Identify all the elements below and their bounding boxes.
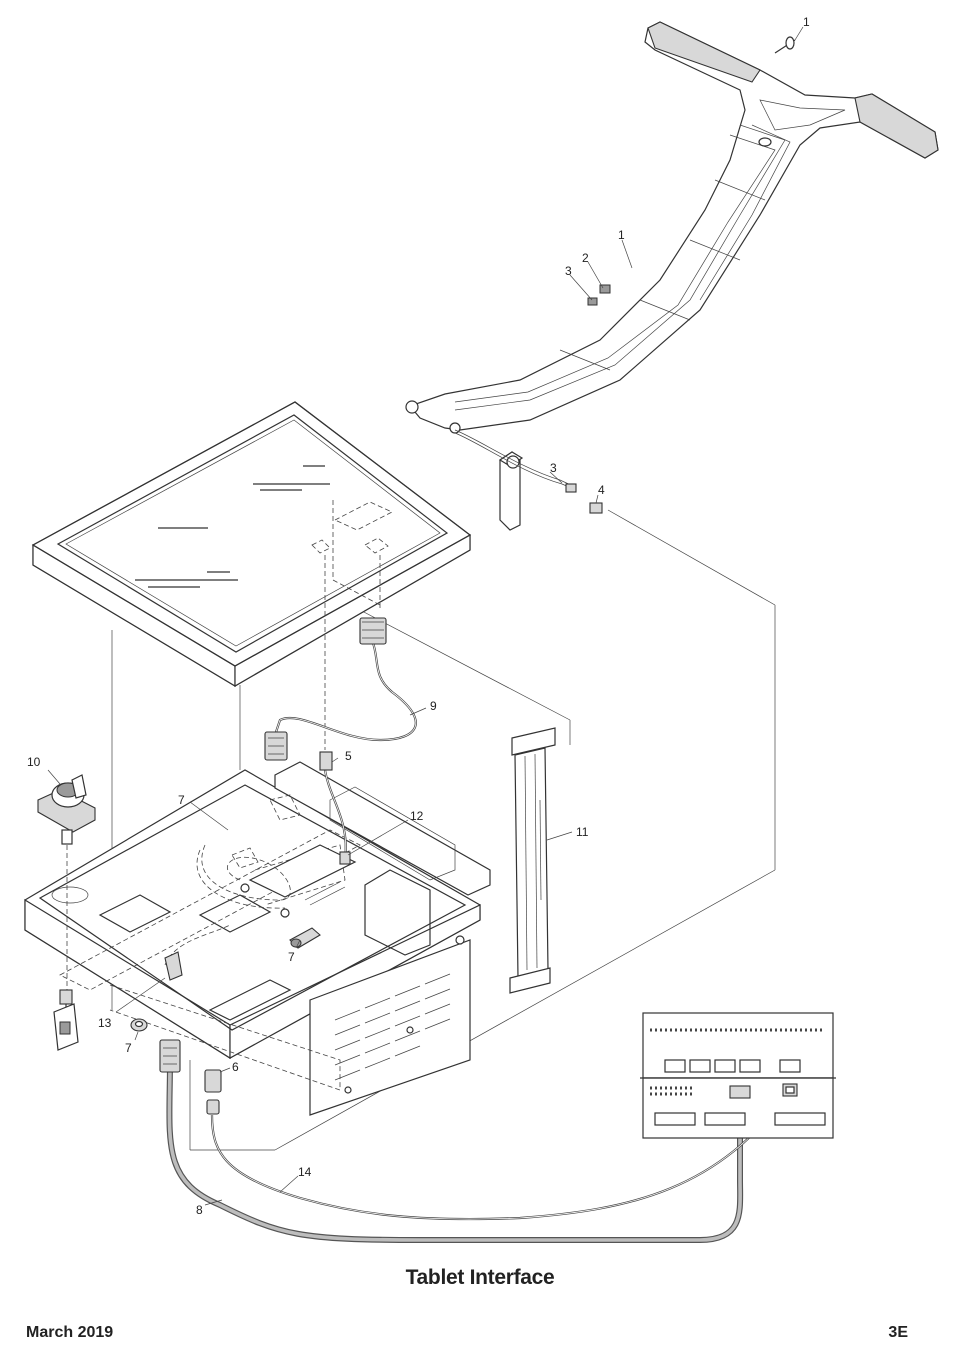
diagram-title: Tablet Interface <box>405 1266 555 1289</box>
callout-6: 6 <box>232 1060 239 1074</box>
callout-5: 5 <box>345 749 352 763</box>
key-switch-10 <box>37 774 96 990</box>
callout-10: 10 <box>27 755 41 769</box>
callout-7-nut: 7 <box>125 1041 132 1055</box>
callout-13: 13 <box>98 1016 112 1030</box>
callout-2: 2 <box>582 251 589 265</box>
cable-9 <box>264 617 417 761</box>
cable-14 <box>204 1069 791 1221</box>
control-panel <box>640 1012 836 1139</box>
ribbon-cable-11 <box>509 727 556 994</box>
callout-8: 8 <box>196 1203 203 1217</box>
callout-3-upper: 3 <box>565 264 572 278</box>
chassis-housing <box>24 751 491 1116</box>
callout-9: 9 <box>430 699 437 713</box>
callout-12: 12 <box>410 809 424 823</box>
callout-1-handlebar: 1 <box>618 228 625 242</box>
cable-8 <box>159 1039 744 1243</box>
leader-lines <box>47 26 804 1206</box>
callout-7-cable: 7 <box>178 793 185 807</box>
callout-labels: 1 1 2 3 3 4 5 6 7 7 7 8 9 10 11 12 13 14 <box>27 15 810 1217</box>
footer-date: March 2019 <box>26 1324 114 1341</box>
callout-4: 4 <box>598 483 605 497</box>
handlebar-assembly <box>405 21 939 434</box>
callout-1-screw: 1 <box>803 15 810 29</box>
tablet <box>31 401 472 750</box>
usb-cable <box>53 989 79 1051</box>
footer-page-number: 3E <box>888 1324 908 1341</box>
callout-14: 14 <box>298 1165 312 1179</box>
callout-3-lower: 3 <box>550 461 557 475</box>
nut-7 <box>130 1018 148 1032</box>
callout-11: 11 <box>576 825 589 839</box>
vent-slots <box>334 973 451 1081</box>
exploded-parts-diagram: 1 1 2 3 3 4 5 6 7 7 7 8 9 10 11 12 13 14 <box>24 15 939 1243</box>
callout-7-connector: 7 <box>288 950 295 964</box>
bracket-and-harness <box>454 429 603 531</box>
